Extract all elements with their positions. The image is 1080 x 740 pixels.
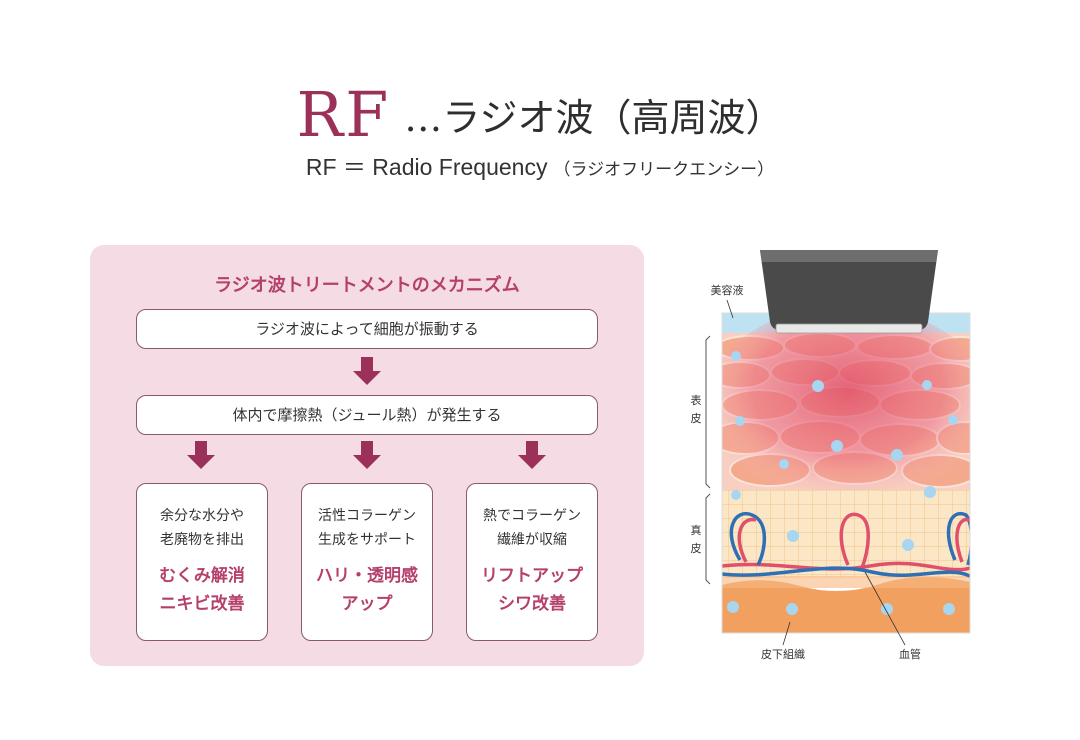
effect-description: 余分な水分や 老廃物を排出: [160, 508, 244, 548]
heat-glow: [722, 313, 970, 515]
step-heat: 体内で摩擦熱（ジュール熱）が発生する: [136, 395, 598, 435]
label-dermis-2: 皮: [691, 542, 702, 555]
label-subcutaneous: 皮下組織: [761, 648, 805, 661]
effect-description: 熱でコラーゲン 繊維が収縮: [483, 508, 581, 548]
subtitle-text: RF ＝ Radio Frequency: [305, 154, 548, 180]
subtitle-reading: （ラジオフリークエンシー）: [553, 160, 775, 180]
effect-box: 熱でコラーゲン 繊維が収縮 リフトアップ シワ改善: [466, 483, 598, 641]
rf-device-head-icon: [760, 250, 938, 334]
label-epidermis-2: 皮: [691, 412, 702, 425]
page-subtitle: RF ＝ Radio Frequency（ラジオフリークエンシー）: [0, 148, 1080, 182]
subcutaneous-layer: [722, 576, 970, 633]
effect-box: 余分な水分や 老廃物を排出 むくみ解消 ニキビ改善: [136, 483, 268, 641]
water-droplets: [727, 351, 958, 615]
title-japanese: …ラジオ波（高周波）: [404, 96, 784, 140]
label-dermis-1: 真: [691, 523, 702, 537]
label-epidermis-1: 表: [691, 393, 702, 407]
title-rf: RF: [296, 78, 391, 151]
effect-result: リフトアップ シワ改善: [481, 566, 583, 614]
label-blood-vessel: 血管: [899, 647, 921, 661]
effect-box: 活性コラーゲン 生成をサポート ハリ・透明感 アップ: [301, 483, 433, 641]
effect-result: ハリ・透明感 アップ: [316, 566, 418, 614]
effect-description: 活性コラーゲン 生成をサポート: [318, 508, 416, 548]
mechanism-title: ラジオ波トリートメントのメカニズム: [214, 275, 520, 296]
mechanism-panel: ラジオ波トリートメントのメカニズム ラジオ波によって細胞が振動する 体内で摩擦熱…: [90, 245, 644, 666]
label-serum: 美容液: [711, 283, 744, 297]
effect-result: むくみ解消 ニキビ改善: [159, 566, 245, 614]
blood-vessel: [722, 511, 970, 578]
page-title: RF …ラジオ波（高周波）: [0, 78, 1080, 151]
step-vibration: ラジオ波によって細胞が振動する: [136, 309, 598, 349]
